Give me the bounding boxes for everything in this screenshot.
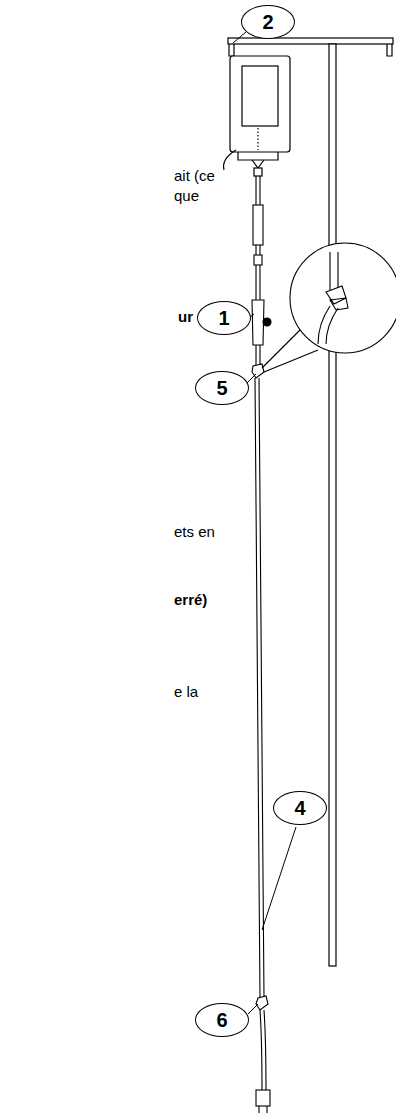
- leader-line: [262, 827, 296, 930]
- tube-knot: [256, 996, 268, 1010]
- bag-outline: [230, 56, 290, 152]
- callout-ellipse: 2: [241, 5, 295, 39]
- zoom-circle: [290, 243, 396, 353]
- spike: [252, 160, 264, 168]
- infusion-bag: [224, 56, 291, 176]
- magnifier: [262, 243, 396, 372]
- clamp-wheel: [263, 318, 271, 326]
- leader-line: [248, 1004, 258, 1014]
- zoom-tube-bottom: [318, 306, 338, 344]
- zoom-tube-top: [330, 252, 338, 290]
- drip-stand: [228, 38, 393, 966]
- bag-ports: [238, 152, 278, 160]
- text-fragment: e la: [174, 684, 198, 701]
- callout-number: 1: [218, 308, 229, 328]
- tubing: [252, 176, 271, 1113]
- callout-number: 2: [262, 12, 273, 32]
- text-fragment: que: [174, 188, 199, 205]
- text-fragment: erré): [174, 592, 207, 609]
- end-tube: [260, 1010, 266, 1090]
- callout-ellipse: 5: [195, 371, 249, 405]
- lower-tube: [255, 378, 264, 998]
- leader-lines: [233, 32, 296, 1014]
- drip-chamber: [253, 205, 263, 245]
- bag-flow-dots: [257, 128, 258, 150]
- callout-ellipse: 1: [197, 301, 251, 335]
- callout-number: 4: [294, 798, 305, 818]
- text-fragment: ets en: [174, 524, 215, 541]
- callout-number: 6: [216, 1010, 227, 1030]
- callout-ellipse: 4: [273, 791, 327, 825]
- hanger-wire: [224, 150, 237, 170]
- tube-slider: [254, 255, 262, 265]
- stand-pole: [329, 44, 336, 966]
- bag-label-area: [242, 66, 278, 126]
- leader-line: [233, 32, 246, 43]
- callout-ellipse: 6: [195, 1003, 249, 1037]
- callout-number: 5: [216, 378, 227, 398]
- end-connector: [256, 1090, 270, 1106]
- roller-clamp: [252, 300, 264, 345]
- text-fragment: ait (ce: [174, 168, 215, 185]
- stand-hooks: [229, 44, 392, 56]
- end-tip: [259, 1106, 267, 1113]
- text-fragment: ur: [178, 309, 193, 326]
- spike-connector: [254, 168, 262, 176]
- stand-top-bar: [228, 38, 393, 44]
